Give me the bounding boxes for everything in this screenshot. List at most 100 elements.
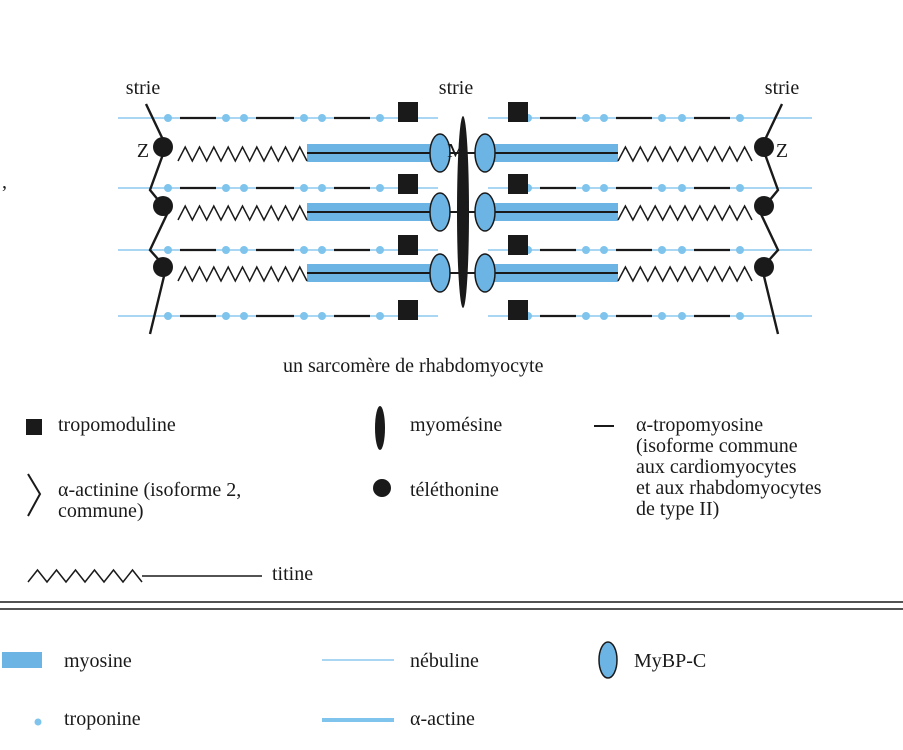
strie-word: strie xyxy=(125,77,161,99)
troponin-dot xyxy=(658,184,666,192)
troponin-dot xyxy=(376,312,384,320)
troponin-dot xyxy=(222,312,230,320)
troponin-dot xyxy=(678,312,686,320)
troponin-dot xyxy=(164,184,172,192)
tropomodulin-square xyxy=(508,300,528,320)
titin-spring-right xyxy=(617,145,753,163)
tropomodulin-square xyxy=(398,174,418,194)
mybpc-oval xyxy=(429,192,451,232)
troponin-dot xyxy=(658,114,666,122)
troponin-dot xyxy=(300,246,308,254)
telethonin-dot xyxy=(754,257,774,277)
legend-alpha-actinine-label: α-actinine (isoforme 2, commune) xyxy=(58,479,242,522)
mybpc-ovals xyxy=(429,133,496,293)
troponin-dot xyxy=(582,184,590,192)
mybpc-oval xyxy=(474,253,496,293)
mybpc-oval xyxy=(474,133,496,173)
titin-spring-left xyxy=(177,204,308,222)
troponin-dot xyxy=(600,312,608,320)
troponin-dot xyxy=(736,312,744,320)
telethonin-dot xyxy=(153,137,173,157)
troponin-dot xyxy=(582,114,590,122)
legend-tropomoduline-label: tropomoduline xyxy=(58,414,176,436)
troponin-dot xyxy=(318,184,326,192)
titin-spring-right xyxy=(617,265,753,283)
troponin-dot xyxy=(164,246,172,254)
myosine-symbol xyxy=(2,652,42,668)
tropomodulin-square xyxy=(398,102,418,122)
stray-comma: , xyxy=(2,171,7,193)
mybpc-oval xyxy=(474,192,496,232)
myomesin-m-line xyxy=(457,116,469,308)
tropomyosin-segments xyxy=(180,116,730,318)
troponin-dot xyxy=(164,312,172,320)
legend-alpha-actine-label: α-actine xyxy=(410,708,475,730)
troponin-dot xyxy=(582,312,590,320)
troponin-dot xyxy=(164,114,172,122)
troponin-dot xyxy=(658,312,666,320)
troponin-dot xyxy=(600,184,608,192)
tropomodulin-square xyxy=(398,300,418,320)
troponin-dot xyxy=(318,246,326,254)
strie-word: strie xyxy=(438,77,474,99)
strie-letter: Z xyxy=(136,140,150,162)
troponin-dot xyxy=(376,184,384,192)
troponin-dot xyxy=(240,184,248,192)
myosin-filaments xyxy=(307,144,618,282)
troponin-dot xyxy=(222,184,230,192)
tropomodulin-square xyxy=(508,102,528,122)
legend-telethonine-label: téléthonine xyxy=(410,479,499,501)
strie-word: strie xyxy=(764,77,800,99)
mybpc-symbol xyxy=(598,641,618,679)
strie-letter: Z xyxy=(775,140,789,162)
mybpc-oval xyxy=(429,133,451,173)
telethonin-dot xyxy=(153,196,173,216)
telethonin-dot xyxy=(754,196,774,216)
mybpc-oval xyxy=(429,253,451,293)
troponin-dot xyxy=(678,114,686,122)
separator-rules xyxy=(0,601,903,610)
titin-spring-right xyxy=(617,204,753,222)
strie-m-label: strie M xyxy=(431,36,481,204)
telethonin-dots xyxy=(153,137,774,277)
troponin-dot xyxy=(240,114,248,122)
strie-z-left-label: strie Z xyxy=(118,36,168,204)
tropomodulin-squares xyxy=(398,102,528,320)
troponin-dot xyxy=(240,312,248,320)
troponin-dot xyxy=(376,246,384,254)
troponin-dot xyxy=(300,114,308,122)
titin-springs xyxy=(177,145,753,283)
titin-spring-left xyxy=(177,145,308,163)
troponin-dot xyxy=(222,114,230,122)
alpha-actinine-symbol xyxy=(27,473,42,517)
myomesine-symbol xyxy=(375,406,385,450)
troponin-dot xyxy=(736,184,744,192)
titine-zigzag-symbol xyxy=(27,568,143,584)
troponin-dot xyxy=(240,246,248,254)
telethonin-dot xyxy=(153,257,173,277)
tropomodulin-square xyxy=(508,235,528,255)
troponin-dot xyxy=(600,114,608,122)
troponin-dot xyxy=(582,246,590,254)
legend-myosine-label: myosine xyxy=(64,650,132,672)
legend-mybpc-label: MyBP-C xyxy=(634,650,707,672)
troponin-dot xyxy=(300,312,308,320)
troponin-dot xyxy=(600,246,608,254)
troponin-dot xyxy=(222,246,230,254)
strie-letter: M xyxy=(447,140,465,162)
troponin-dot xyxy=(658,246,666,254)
telethonine-symbol xyxy=(373,479,391,497)
legend-nebuline-label: nébuline xyxy=(410,650,479,672)
troponine-symbol xyxy=(34,718,42,726)
legend-symbols xyxy=(2,406,618,726)
troponin-dot xyxy=(736,246,744,254)
tropomoduline-symbol xyxy=(26,419,42,435)
titin-spring-left xyxy=(177,265,308,283)
tropomodulin-square xyxy=(398,235,418,255)
legend-alpha-tropomyosine-label: α-tropomyosine (isoforme commune aux car… xyxy=(636,414,822,520)
troponin-dot xyxy=(318,312,326,320)
m-line xyxy=(457,116,469,308)
legend-myomesine-label: myomésine xyxy=(410,414,503,436)
